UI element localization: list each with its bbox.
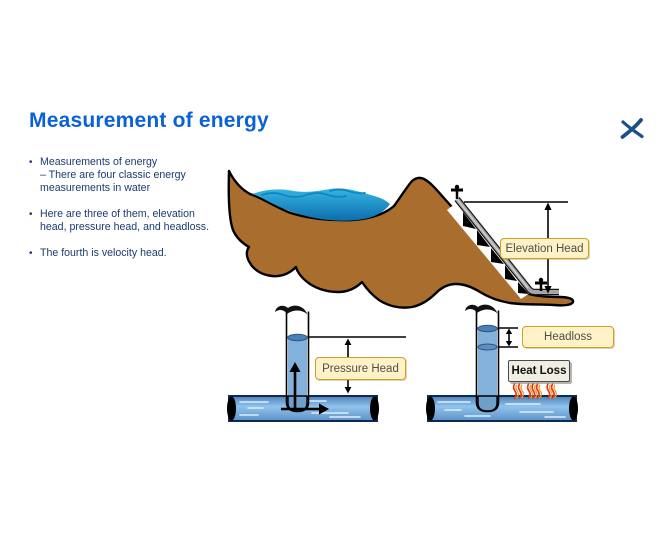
bullet-line: The fourth is velocity head. bbox=[40, 247, 167, 259]
pressure-head-label: Pressure Head bbox=[315, 357, 406, 380]
hill-shape bbox=[227, 169, 575, 309]
list-item: • Measurements of energy – There are fou… bbox=[29, 156, 247, 195]
headloss-label: Headloss bbox=[522, 326, 614, 348]
headloss-arrow bbox=[499, 327, 518, 348]
valve-icon bbox=[451, 184, 463, 199]
list-item: • The fourth is velocity head. bbox=[29, 247, 247, 260]
water-pipe bbox=[426, 395, 578, 422]
bullet-dot: • bbox=[29, 157, 33, 168]
bullet-line: head, pressure head, and headloss. bbox=[40, 221, 210, 233]
piezometer-tube bbox=[275, 305, 310, 413]
flow-arrows bbox=[281, 362, 329, 415]
heat-loss-label: Heat Loss bbox=[508, 360, 570, 382]
bullet-dot: • bbox=[29, 248, 33, 259]
bullet-dot: • bbox=[29, 209, 33, 220]
bullet-line: measurements in water bbox=[40, 182, 151, 194]
bullet-line: Here are three of them, elevation bbox=[40, 208, 195, 220]
company-logo-x-icon bbox=[620, 118, 644, 139]
valve-icon bbox=[535, 277, 547, 291]
piezometer-tube bbox=[465, 304, 500, 413]
reservoir-lake bbox=[252, 188, 390, 221]
elevation-head-label: Elevation Head bbox=[500, 238, 589, 259]
page-title: Measurement of energy bbox=[29, 109, 269, 132]
list-item: • Here are three of them, elevation head… bbox=[29, 208, 247, 234]
heat-waves-icon bbox=[512, 383, 558, 399]
bullet-line: – There are four classic energy bbox=[40, 169, 186, 181]
bullet-list: • Measurements of energy – There are fou… bbox=[29, 156, 247, 273]
penstock-pipe bbox=[454, 196, 559, 296]
penstock-supports bbox=[447, 203, 530, 299]
bullet-line: Measurements of energy bbox=[40, 156, 158, 168]
